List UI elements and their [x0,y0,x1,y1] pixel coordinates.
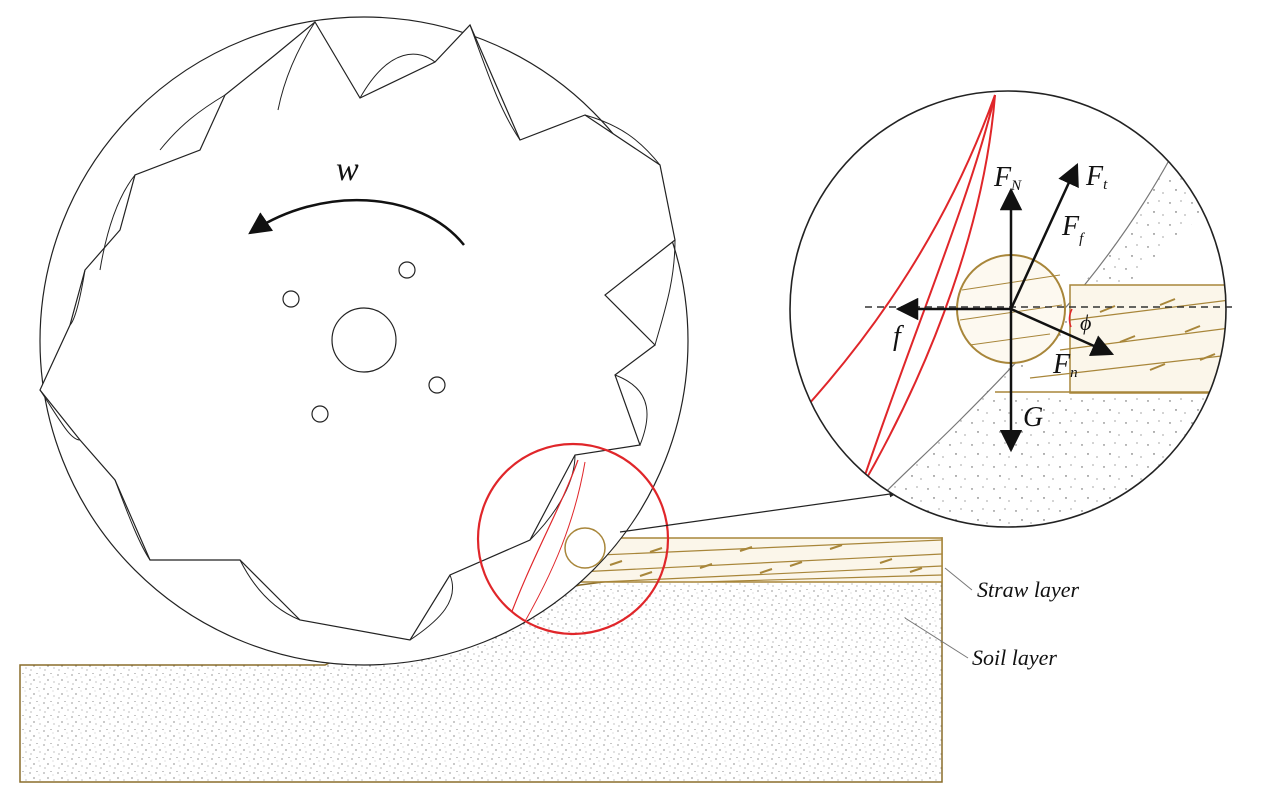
omega-label: w [336,151,359,188]
zoom-view: FN Ft Ff f ϕ Fn G [789,90,1235,528]
force-Ft-arrow [1009,162,1079,310]
force-Fn-label: Fn [1052,349,1078,381]
rotary-wheel [39,16,689,666]
straw-layer-label: Straw layer [977,577,1079,602]
layer-captions: Straw layer Soil layer [904,567,1079,670]
force-f-label: f [893,321,904,352]
angle-phi-label: ϕ [1080,310,1091,335]
force-FN-label: FN [993,162,1022,194]
straw-layer-block [577,537,943,583]
soil-layer-label: Soil layer [972,645,1057,670]
zoom-connector [619,490,898,533]
detail-region [476,442,670,636]
force-Ft-label: Ft [1085,161,1108,193]
force-Fn-arrow [1010,307,1115,357]
rotation-arrow: w [248,151,465,246]
force-Ff-label: Ff [1061,211,1085,247]
force-G-label: G [1023,402,1043,433]
